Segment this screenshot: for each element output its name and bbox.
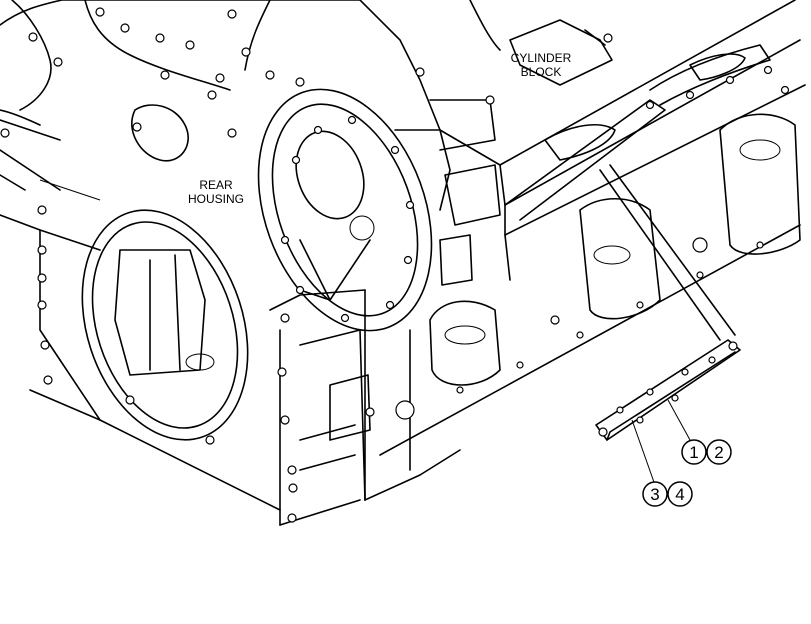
- housing-bolts: [0, 7, 790, 523]
- rear-housing-label: REAR HOUSING: [188, 178, 244, 206]
- lower-block-corner: [269, 289, 371, 526]
- cylinder-block-label-line1: CYLINDER: [511, 51, 572, 65]
- callout-4: 4: [667, 481, 693, 507]
- cylinder-block-label-line2: BLOCK: [521, 65, 562, 79]
- rear-housing-label-line1: REAR: [199, 178, 233, 192]
- leader-lines: [39, 179, 691, 486]
- upper-housing-outline: [0, 0, 361, 191]
- cylinder-block-label: CYLINDER BLOCK: [511, 51, 572, 79]
- flywheel-housing-plate: [0, 209, 281, 511]
- callout-3: 3: [642, 481, 668, 507]
- callout-1-number: 1: [689, 443, 698, 462]
- rear-housing-label-line2: HOUSING: [188, 192, 244, 206]
- side-cover-plate: [595, 339, 741, 441]
- rear-housing-ring: [257, 88, 501, 332]
- cylinder-block-body: [359, 0, 806, 501]
- callout-3-number: 3: [650, 485, 659, 504]
- callout-1: 1: [681, 439, 707, 465]
- callout-2: 2: [706, 439, 732, 465]
- callout-2-number: 2: [714, 443, 723, 462]
- callout-4-number: 4: [675, 485, 684, 504]
